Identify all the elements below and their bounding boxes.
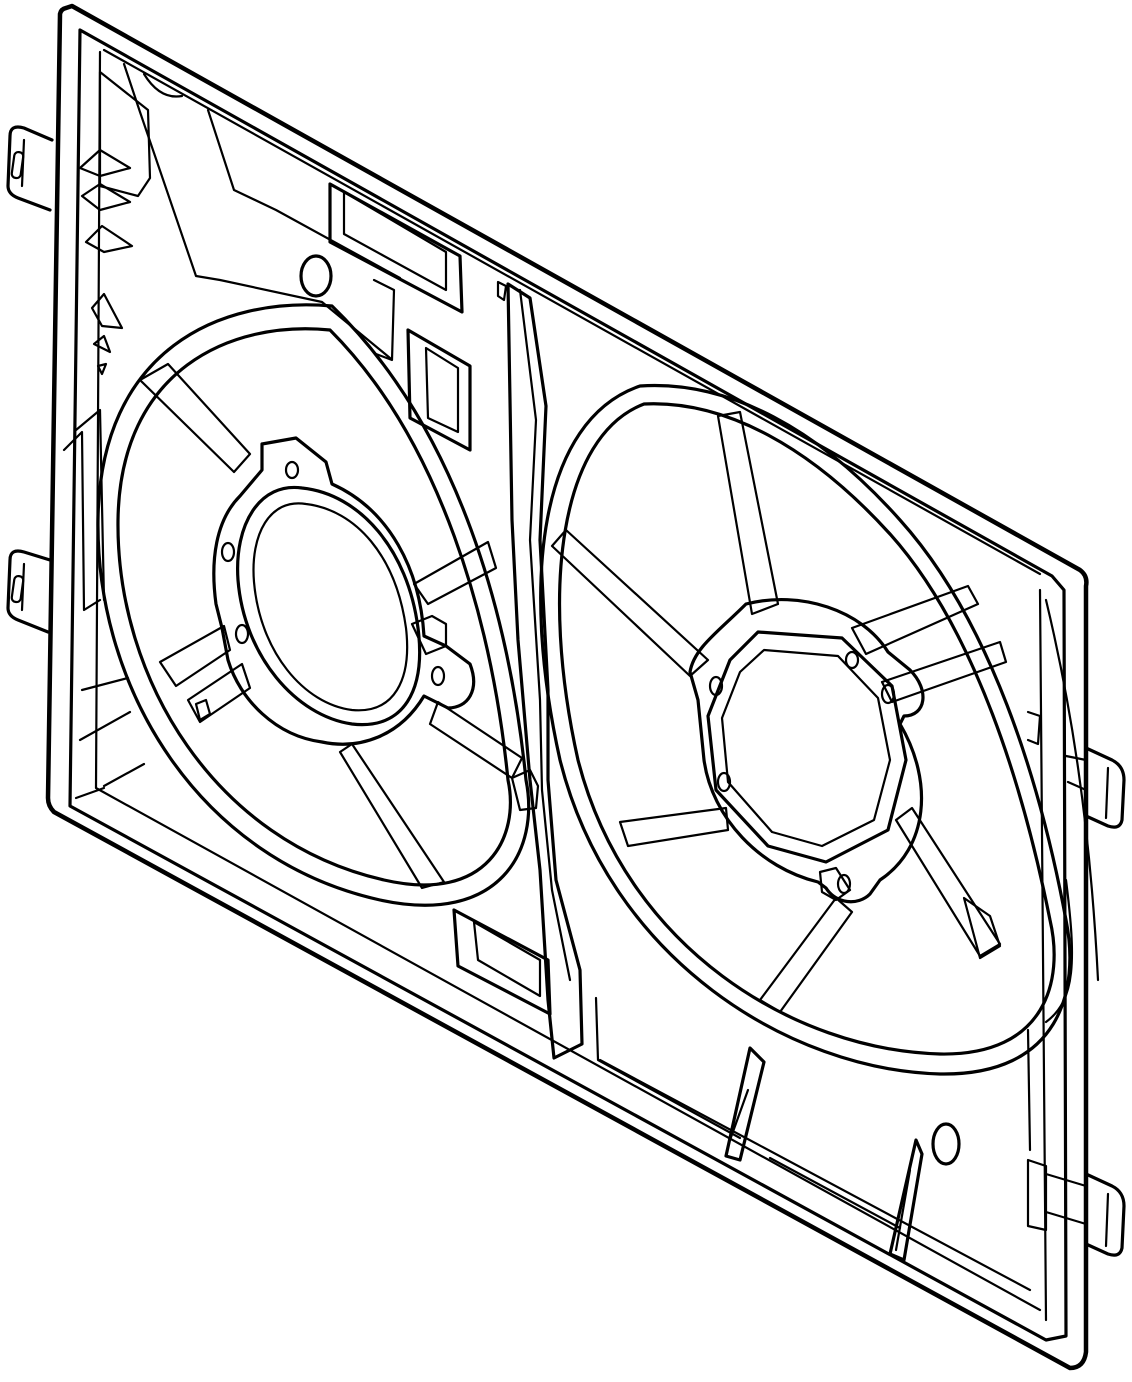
mounting-tab-top-left <box>6 125 54 212</box>
center-divider <box>452 282 584 1060</box>
mounting-tab-lower-right <box>1026 1158 1126 1257</box>
right-fan-opening <box>539 383 1100 1076</box>
left-edge-ribs <box>62 70 152 788</box>
lower-ribs <box>594 996 1032 1292</box>
upper-recesses <box>122 62 508 452</box>
outer-frame <box>45 3 1089 1371</box>
mounting-tab-middle-left <box>6 549 52 634</box>
left-fan-opening <box>96 303 540 907</box>
